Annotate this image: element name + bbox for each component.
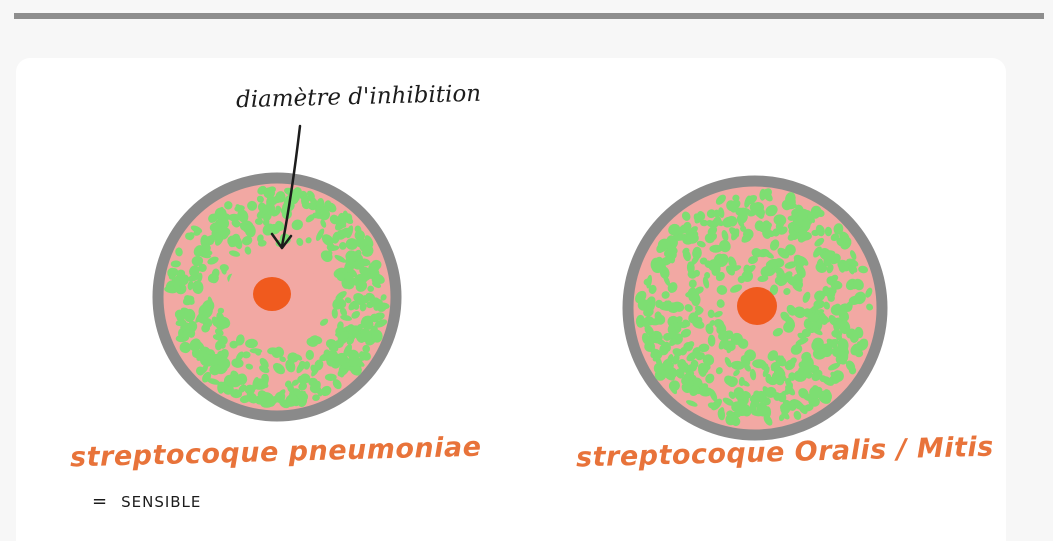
sensitivity-word: SENSIBLE xyxy=(121,493,201,511)
bacterial-colony xyxy=(218,308,224,314)
sensitivity-note: = SENSIBLE xyxy=(92,491,201,512)
bacterial-colony xyxy=(823,251,835,257)
antibiotic-disk-left xyxy=(253,277,291,311)
plate-right xyxy=(628,181,882,435)
equals-sign: = xyxy=(92,491,107,512)
bacterial-colony xyxy=(325,374,337,381)
antibiotic-disk-right xyxy=(737,287,777,325)
plate-left xyxy=(158,178,396,416)
